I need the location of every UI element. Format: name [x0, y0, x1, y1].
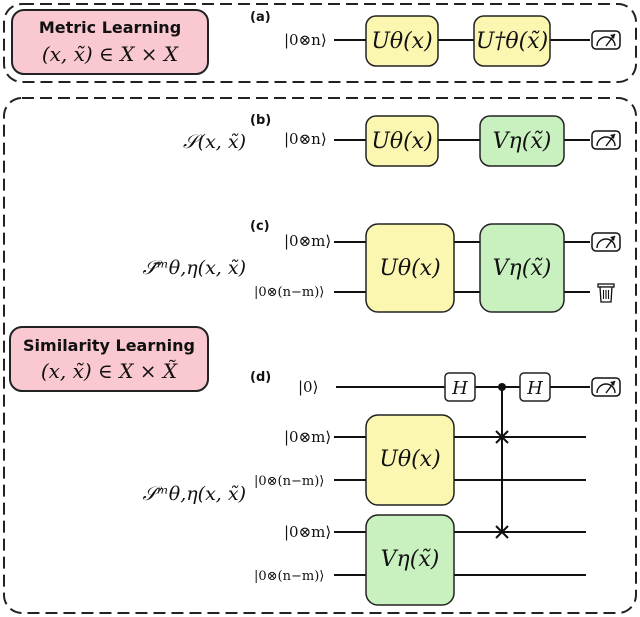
- panel-b-function: 𝒮(x, x̃): [183, 131, 246, 153]
- panel-b-letter: (b): [250, 113, 271, 128]
- panel-d-gate-v: Vη(x̃): [365, 514, 455, 606]
- similarity-learning-title: Similarity Learning: [23, 336, 195, 355]
- panel-b-gate-v-label: Vη(x̃): [493, 129, 552, 154]
- panel-d-hadamard-2-label: H: [526, 378, 543, 399]
- panel-c-input-ket-m: |0⊗m⟩: [284, 232, 331, 250]
- similarity-learning-math: (x, x̃) ∈ X × X̃: [41, 359, 178, 383]
- panel-a-letter: (a): [250, 10, 271, 25]
- panel-b-gate-v: Vη(x̃): [479, 115, 565, 167]
- panel-d-hadamard-1: H: [444, 372, 476, 402]
- panel-a-gate-u-dagger: U†θ(x̃): [473, 15, 551, 67]
- panel-b-gate-u: Uθ(x): [365, 115, 439, 167]
- measurement-meter-icon: [591, 377, 621, 397]
- panel-d-control-dot: [498, 383, 506, 391]
- panel-d-ket-u-n-minus-m: |0⊗(n−m)⟩: [254, 474, 324, 489]
- panel-d-swap-cross-top: [495, 430, 509, 444]
- panel-d-ancilla-ket: |0⟩: [298, 378, 318, 396]
- panel-c-gate-u: Uθ(x): [365, 223, 455, 313]
- panel-d-gate-u-label: Uθ(x): [379, 447, 440, 472]
- panel-d-gate-v-label: Vη(x̃): [381, 547, 440, 572]
- panel-d-function: 𝒮ᵐθ,η(x, x̃): [142, 483, 246, 505]
- similarity-learning-box: Similarity Learning (x, x̃) ∈ X × X̃: [9, 326, 209, 392]
- measurement-meter-icon: [591, 30, 621, 50]
- metric-learning-math: (x, x̃) ∈ X × X: [42, 42, 179, 66]
- panel-c-gate-u-label: Uθ(x): [379, 256, 440, 281]
- panel-d-swap-cross-bottom: [495, 525, 509, 539]
- panel-a-gate-u-dagger-label: U†θ(x̃): [476, 29, 548, 54]
- panel-bcd-frame: [3, 97, 637, 614]
- panel-a-gate-u-label: Uθ(x): [371, 29, 432, 54]
- panel-c-gate-v-label: Vη(x̃): [493, 256, 552, 281]
- measurement-meter-icon: [591, 130, 621, 150]
- panel-c-gate-v: Vη(x̃): [479, 223, 565, 313]
- panel-c-function: 𝒮̃ᵐθ,η(x, x̃): [142, 257, 246, 279]
- panel-c-letter: (c): [250, 219, 270, 234]
- panel-d-ket-v-n-minus-m: |0⊗(n−m)⟩: [254, 569, 324, 584]
- panel-d-hadamard-2: H: [519, 372, 551, 402]
- panel-a-frame: [3, 3, 637, 83]
- panel-d-letter: (d): [250, 370, 271, 385]
- panel-b-input-ket: |0⊗n⟩: [284, 130, 327, 148]
- panel-d-ket-u-m: |0⊗m⟩: [284, 428, 331, 446]
- panel-d-gate-u: Uθ(x): [365, 414, 455, 506]
- trash-icon: [597, 283, 615, 303]
- panel-b-gate-u-label: Uθ(x): [371, 129, 432, 154]
- panel-a-input-ket: |0⊗n⟩: [284, 31, 327, 49]
- panel-d-ket-v-m: |0⊗m⟩: [284, 523, 331, 541]
- measurement-meter-icon: [591, 232, 621, 252]
- panel-a-gate-u: Uθ(x): [365, 15, 439, 67]
- panel-c-input-ket-n-minus-m: |0⊗(n−m)⟩: [254, 285, 324, 300]
- metric-learning-title: Metric Learning: [39, 18, 181, 37]
- metric-learning-box: Metric Learning (x, x̃) ∈ X × X: [11, 9, 209, 75]
- panel-d-hadamard-1-label: H: [451, 378, 468, 399]
